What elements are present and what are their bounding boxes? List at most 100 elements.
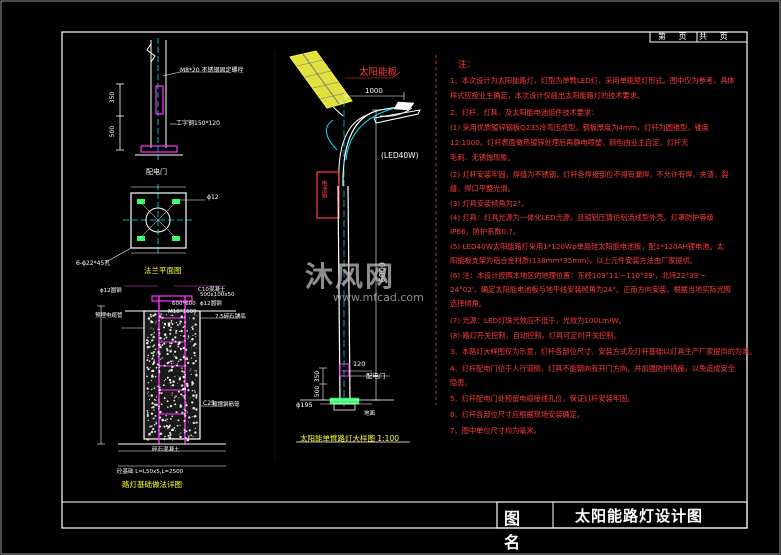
concrete-dot (157, 355, 159, 358)
concrete-dot (170, 321, 172, 324)
concrete-dot (154, 348, 157, 351)
concrete-dot (175, 430, 176, 432)
concrete-dot (180, 393, 183, 396)
concrete-dot (170, 342, 173, 345)
dim-1000-label: 1000 (365, 87, 383, 95)
concrete-dot (153, 351, 155, 353)
concrete-dot (190, 373, 192, 375)
concrete-dot (179, 424, 181, 426)
c10-label: C10混凝土 (198, 287, 226, 293)
concrete-dot (145, 341, 149, 345)
concrete-dot (170, 314, 172, 316)
concrete-dot (190, 341, 192, 343)
concrete-dot (150, 334, 153, 336)
concrete-dot (151, 339, 154, 342)
mix-label: 碎石混凝土 (152, 447, 180, 453)
concrete-dot (184, 409, 187, 412)
concrete-dot (158, 388, 161, 392)
concrete-dot (166, 376, 169, 379)
concrete-dot (188, 336, 190, 338)
drawing-frame (61, 31, 748, 529)
concrete-dot (184, 321, 186, 324)
concrete-dot (146, 414, 149, 417)
concrete-dot (166, 352, 169, 356)
concrete-dot (184, 414, 187, 417)
led-label: (LED40W) (381, 151, 419, 160)
concrete-dot (178, 377, 181, 381)
note-line: (3) 灯具安装倾角为2°。 (450, 199, 529, 208)
concrete-dot (146, 339, 149, 342)
concrete-dot (185, 404, 188, 407)
concrete-dot (169, 431, 171, 434)
concrete-dot (159, 410, 162, 414)
concrete-dot (161, 321, 163, 323)
concrete-dot (193, 398, 195, 400)
concrete-dot (192, 317, 195, 320)
note-line: 12:1000。灯杆表面做热镀锌处理后再静电喷塑，颜色由业主自定，灯杆无 (450, 138, 689, 147)
concrete-dot (183, 316, 186, 318)
concrete-dot (189, 370, 191, 371)
concrete-dot (195, 396, 198, 399)
cable-pipe-label: 预埋电缆管 (95, 313, 123, 319)
concrete-dot (157, 430, 159, 432)
concrete-dot (153, 398, 156, 401)
concrete-dot (161, 316, 164, 319)
concrete-dot (153, 427, 155, 429)
concrete-dot (165, 336, 168, 339)
ground-rod-label: ϕ12圆钢 (100, 288, 122, 294)
concrete-dot (188, 335, 189, 337)
concrete-dot (150, 327, 152, 329)
concrete-dot (175, 395, 177, 397)
note-line: 3、本路灯大样图仅为示意，灯杆各部位尺寸、安装方式及灯杆基础以灯具生产厂家提供的… (450, 347, 757, 356)
concrete-dot (177, 362, 178, 364)
concrete-dot (168, 378, 172, 382)
concrete-dot (177, 360, 180, 363)
concrete-dot (149, 367, 151, 369)
concrete-dot (150, 379, 153, 382)
concrete-dot (155, 396, 158, 398)
concrete-dot (184, 358, 186, 360)
concrete-dot (169, 381, 172, 384)
concrete-dot (173, 350, 177, 353)
concrete-dot (147, 368, 150, 371)
concrete-dot (150, 341, 152, 343)
concrete-dot (167, 425, 170, 428)
bolt-diameter: ϕ12 (207, 194, 219, 201)
concrete-dot (171, 323, 174, 325)
dim-500x100-label: 500x100x50 (200, 292, 235, 298)
concrete-dot (158, 352, 161, 356)
sheet-info-box (649, 31, 748, 43)
concrete-dot (148, 398, 150, 401)
concrete-dot (163, 437, 166, 441)
concrete-dot (166, 421, 168, 423)
concrete-dot (161, 357, 163, 359)
concrete-dot (147, 419, 149, 422)
concrete-dot (195, 421, 198, 424)
concrete-dot (182, 355, 186, 359)
concrete-dot (158, 315, 162, 318)
sheet-info: 第 页 共 页 (658, 32, 733, 41)
concrete-dot (174, 350, 177, 352)
concrete-dot (182, 375, 186, 379)
concrete-dot (192, 436, 194, 438)
concrete-dot (172, 360, 174, 362)
concrete-dot (170, 349, 172, 351)
watermark-brand: 沐风网 (305, 260, 396, 293)
note-line: (5) LED40W太阳能路灯采用1*120Wp单晶硅太阳能电池板，配1*120… (450, 242, 724, 251)
concrete-dot (158, 366, 160, 369)
concrete-dot (183, 396, 186, 399)
concrete-dot (191, 347, 193, 349)
concrete-dot (155, 421, 157, 423)
dim-500-elev: 500 (314, 385, 322, 398)
concrete-dot (152, 351, 153, 353)
concrete-dot (179, 435, 182, 439)
concrete-dot (190, 434, 193, 437)
concrete-dot (186, 411, 188, 413)
concrete-dot (164, 419, 167, 422)
concrete-dot (153, 409, 155, 411)
concrete-dot (180, 389, 182, 391)
concrete-dot (151, 388, 153, 391)
concrete-dot (155, 322, 157, 324)
concrete-dot (158, 332, 161, 334)
